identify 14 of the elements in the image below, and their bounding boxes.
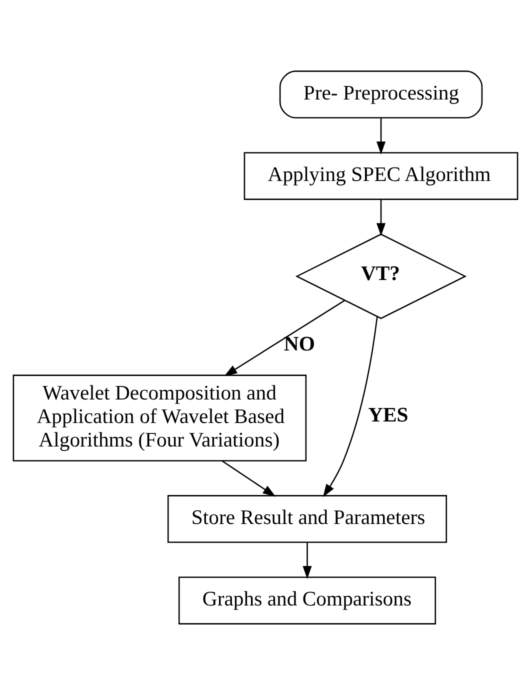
- arrow: [302, 542, 312, 578]
- arrow: [224, 300, 345, 376]
- edge-label: NO: [284, 332, 315, 355]
- node-diamond: VT?: [295, 233, 467, 319]
- arrow: [376, 198, 386, 236]
- node-box: Applying SPEC Algorithm: [244, 152, 518, 200]
- edge-label: YES: [368, 404, 408, 426]
- node-box: Wavelet Decomposition and Application of Wavelet Based Algorithms (Four Variations): [12, 374, 307, 461]
- arrow: [322, 316, 378, 497]
- node-box: Store Result and Parameters: [167, 494, 448, 542]
- arrow: [221, 460, 276, 496]
- node-box: Pre- Preprocessing: [279, 70, 483, 118]
- arrow: [376, 118, 386, 154]
- node-box: Graphs and Comparisons: [178, 576, 436, 624]
